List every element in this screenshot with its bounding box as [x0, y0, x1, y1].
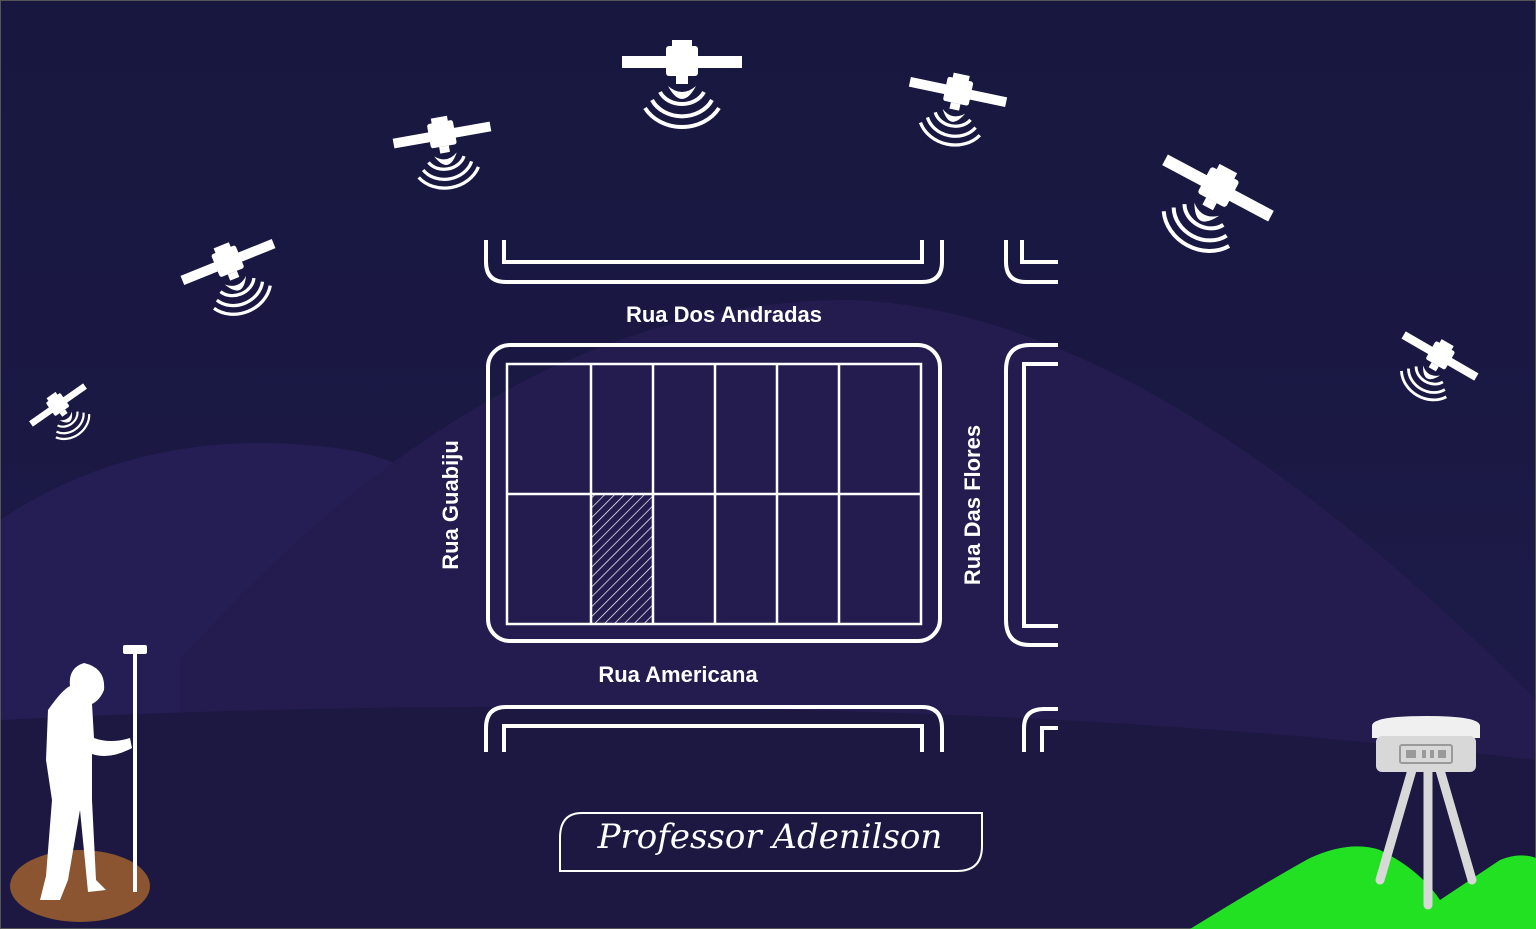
- receiver-indicator: [1422, 750, 1426, 758]
- street-label-right: Rua Das Flores: [960, 425, 985, 585]
- highlighted-lot: [591, 495, 653, 624]
- receiver-panel: [1399, 744, 1453, 764]
- lot-lines: [507, 364, 921, 624]
- block-topright-inner: [1020, 240, 1058, 264]
- street-label-bottom: Rua Americana: [598, 662, 758, 687]
- block-bottom-outer: [484, 705, 944, 752]
- signature-box: [559, 812, 983, 872]
- block-bottom-inner: [502, 724, 924, 752]
- block-topright-outer: [1004, 240, 1058, 284]
- tripod-leg: [1375, 765, 1417, 885]
- surveyor-silhouette: [40, 663, 132, 900]
- block-right-inner: [1022, 362, 1058, 628]
- street-label-left: Rua Guabiju: [438, 440, 463, 570]
- block-top-outer: [484, 240, 944, 284]
- block-main-outer: [486, 343, 942, 643]
- gnss-base-tripod: [1372, 716, 1480, 910]
- block-bottomright-inner: [1040, 726, 1058, 752]
- block-top-inner: [502, 240, 924, 264]
- ground-disk: [10, 850, 150, 922]
- receiver-indicator: [1406, 750, 1416, 758]
- block-right-outer: [1004, 343, 1058, 647]
- ground-band: [0, 706, 1536, 929]
- street-map: [484, 240, 1058, 752]
- gnss-rover-pole: [133, 652, 137, 892]
- rover-antenna: [123, 645, 147, 654]
- tripod-leg: [1435, 765, 1477, 885]
- receiver-indicator: [1438, 750, 1446, 758]
- signature-text: Professor Adenilson: [597, 817, 943, 857]
- receiver-dome: [1372, 716, 1480, 738]
- green-hill: [1190, 846, 1536, 929]
- surveyor-figure: [10, 645, 150, 922]
- street-label-top: Rua Dos Andradas: [626, 302, 822, 327]
- block-bottomright-outer: [1022, 707, 1058, 752]
- receiver-indicator: [1430, 750, 1434, 758]
